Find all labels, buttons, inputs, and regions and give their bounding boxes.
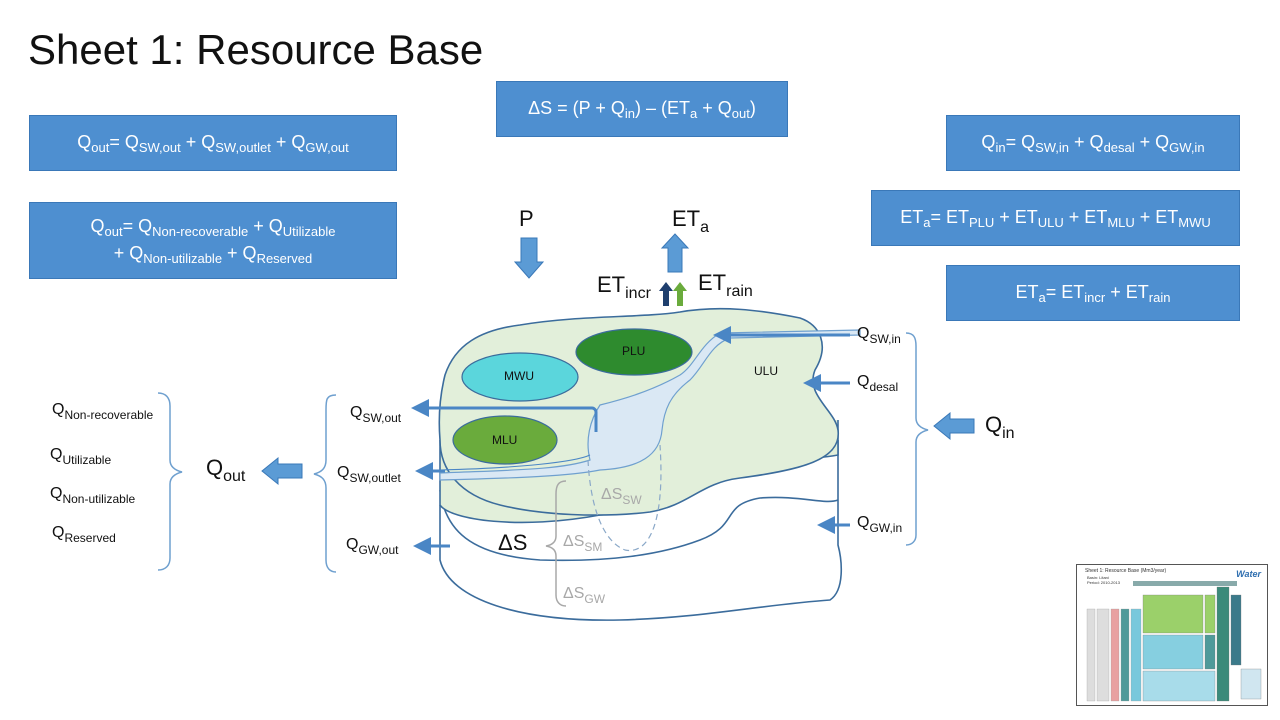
gwin-label: QGW,in [857,514,903,535]
eta-arrow [660,233,690,273]
page-title: Sheet 1: Resource Base [28,26,484,73]
qin-equation-box: Qin= QSW,in + Qdesal + QGW,in [946,115,1240,171]
thumbnail-logo: Water [1236,569,1261,579]
delta-s-equation-box: ΔS = (P + Qin) – (ETa + Qout) [496,81,788,137]
groundwater-layer [439,440,842,621]
categories-brace [157,392,183,571]
etincr-arrow [659,282,673,306]
storage-brace [545,480,567,607]
delta-s-sw-label: ΔSSW [601,486,642,507]
etrain-label: ETrain [698,270,753,300]
gwout-label: QGW,out [346,536,399,557]
qin-arrow [933,411,975,441]
qout-components-brace [313,394,337,573]
surface-water-channel [439,329,861,481]
thumbnail-period: Period: 2010-2013 [1087,580,1120,585]
swoutlet-label: QSW,outlet [337,464,401,485]
qout-label: Qout [206,455,246,485]
delta-s-sm-label: ΔSSM [563,533,603,554]
zone-mwu-label: MWU [504,369,534,383]
eta-label: ETa [672,206,710,236]
soil-moisture-layer-edge [439,489,839,562]
precipitation-label: P [519,206,534,231]
qin-components-brace [905,332,929,546]
eta-equation-box-2: ETa= ETincr + ETrain [946,265,1240,321]
thumbnail-title: Sheet 1: Resource Base (Mm3/year) [1085,568,1167,574]
eta-equation-box-1: ETa= ETPLU + ETULU + ETMLU + ETMWU [871,190,1240,246]
qout-equation-box-2: Qout= QNon-recoverable + QUtilizable+ QN… [29,202,397,279]
precipitation-arrow [513,237,545,279]
qin-label: Qin [985,412,1015,442]
zone-mwu [461,352,579,402]
zone-plu-label: PLU [622,344,646,358]
category-utilizable: QUtilizable [50,446,112,467]
zone-mlu [452,415,558,465]
zone-plu [575,328,693,376]
thumbnail-graphic [1086,581,1262,702]
desal-label: Qdesal [857,373,899,394]
category-non-utilizable: QNon-utilizable [50,485,136,506]
category-reserved: QReserved [52,524,116,545]
qout-equation-box-1: Qout= QSW,out + QSW,outlet + QGW,out [29,115,397,171]
swout-label: QSW,out [350,404,402,425]
category-non-recoverable: QNon-recoverable [52,401,154,422]
zone-ulu-label: ULU [754,364,779,378]
delta-s-gw-label: ΔSGW [563,585,606,606]
swout-arrow [411,399,598,432]
etrain-arrow [673,282,687,306]
swin-label: QSW,in [857,325,901,346]
qout-arrow [261,456,303,486]
resource-base-sheet-thumbnail[interactable]: Sheet 1: Resource Base (Mm3/year) Basin:… [1076,564,1268,706]
thumbnail-basin: Basin: Litani [1087,575,1109,580]
etincr-label: ETincr [597,272,651,302]
zone-mlu-label: MLU [492,433,518,447]
delta-s-label: ΔS [498,530,528,555]
surface-water-storage-dashed [587,444,662,552]
